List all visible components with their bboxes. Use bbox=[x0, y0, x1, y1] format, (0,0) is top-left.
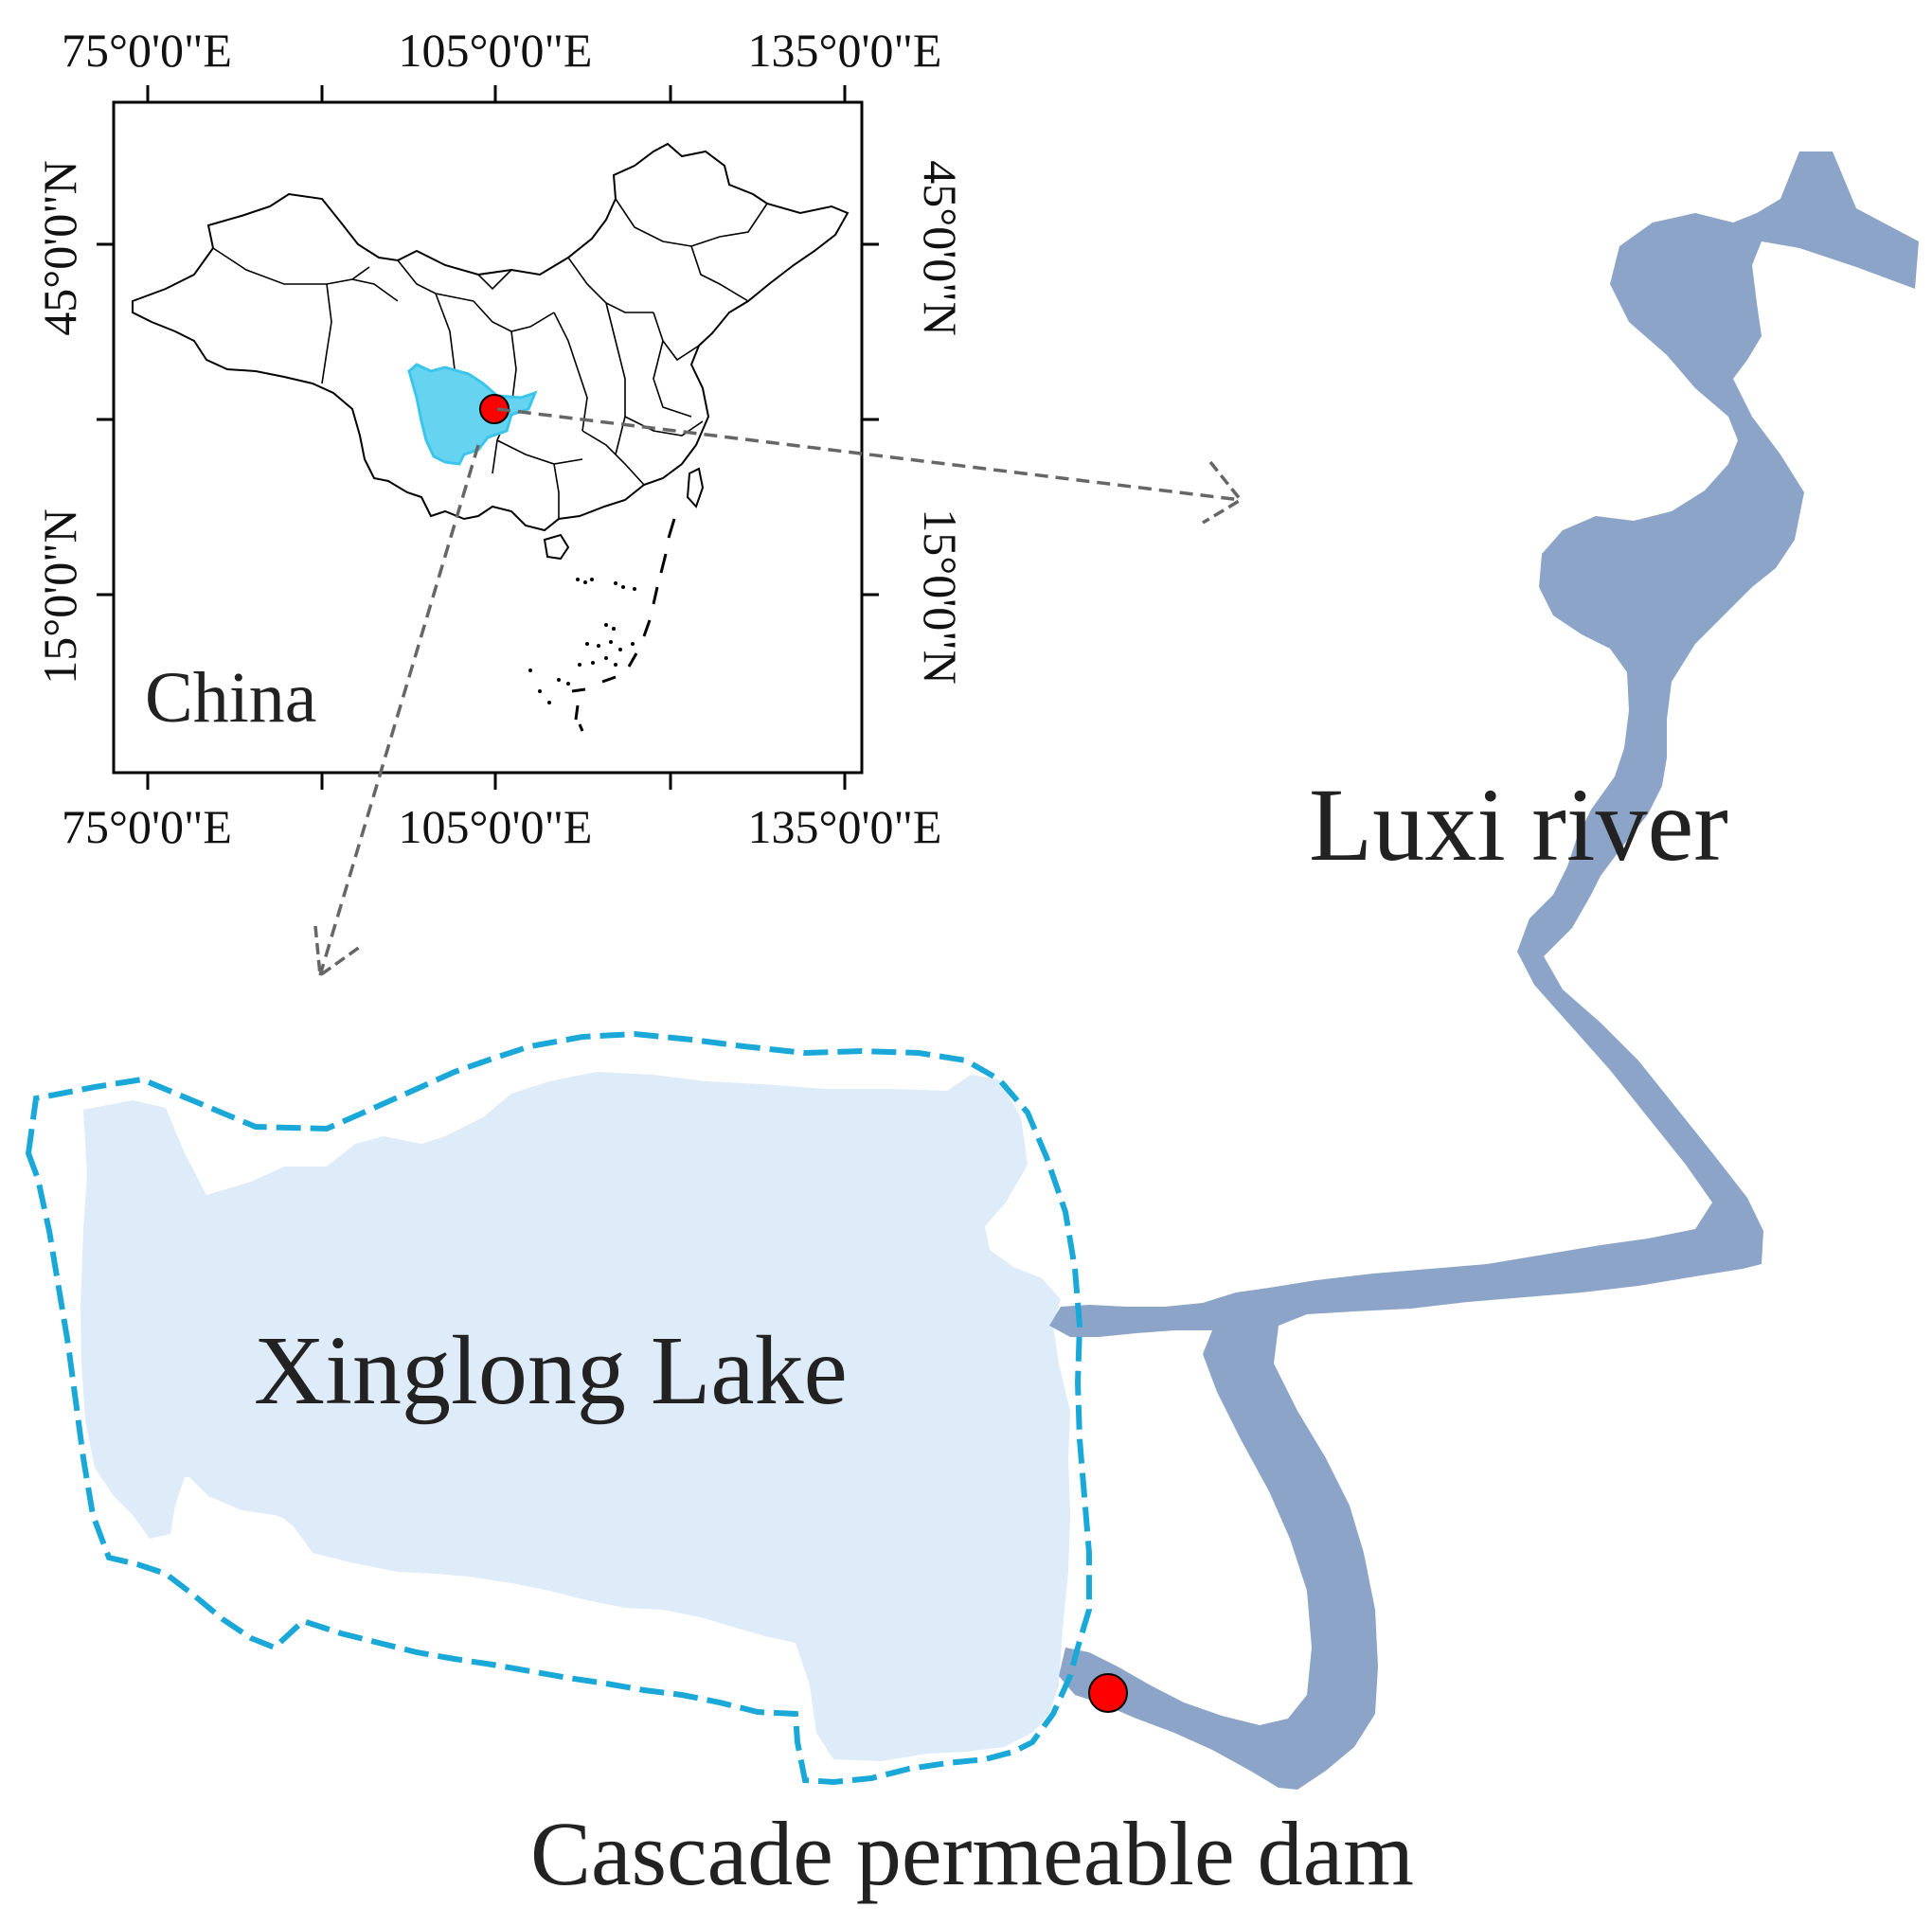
luxi-river bbox=[1049, 152, 1919, 1790]
hainan-island bbox=[543, 533, 570, 561]
inset-right-ticks bbox=[862, 242, 879, 597]
province-boundaries bbox=[212, 198, 768, 519]
xinglong-lake bbox=[80, 1072, 1070, 1761]
main-map: Luxi river Xinglong Lake Cascade permeab… bbox=[25, 152, 1919, 1904]
arrow-heads bbox=[313, 460, 1243, 979]
inset-map: 75°0'0"E 105°0'0"E 135°0'0"E 75°0'0"E 10… bbox=[33, 24, 967, 853]
south-china-sea-islands bbox=[571, 518, 676, 732]
taiwan-island bbox=[686, 467, 705, 508]
lake-label: Xinglong Lake bbox=[254, 1316, 848, 1425]
inset-left-label-15n: 15°0'0"N bbox=[33, 508, 86, 685]
inset-country-label: China bbox=[145, 658, 317, 738]
sichuan-province-highlight bbox=[407, 363, 538, 466]
inset-bottom-label-135e: 135°0'0"E bbox=[748, 800, 942, 853]
inset-top-label-105e: 105°0'0"E bbox=[399, 24, 593, 77]
inset-bottom-label-105e: 105°0'0"E bbox=[399, 800, 593, 853]
inset-top-label-135e: 135°0'0"E bbox=[748, 24, 942, 77]
island-dots bbox=[528, 578, 636, 704]
inset-map-frame bbox=[112, 100, 864, 775]
inset-right-label-15n: 15°0'0"N bbox=[914, 508, 967, 685]
dam-label: Cascade permeable dam bbox=[530, 1803, 1414, 1904]
arrow-head-river bbox=[1202, 460, 1243, 525]
lake-boundary bbox=[25, 1030, 1092, 1786]
pointer-arrows bbox=[318, 407, 1242, 976]
china-outline bbox=[132, 142, 850, 532]
inset-top-label-75e: 75°0'0"E bbox=[62, 24, 232, 77]
inset-bottom-label-75e: 75°0'0"E bbox=[62, 800, 232, 853]
inset-top-ticks bbox=[146, 85, 847, 102]
inset-left-ticks bbox=[97, 242, 114, 597]
inset-bottom-ticks bbox=[146, 773, 847, 790]
inset-left-label-45n: 45°0'0"N bbox=[33, 160, 86, 336]
river-label: Luxi river bbox=[1309, 767, 1728, 882]
inset-right-label-45n: 45°0'0"N bbox=[914, 160, 967, 336]
lake-inlet-west bbox=[185, 1458, 313, 1524]
dam-location-marker bbox=[1088, 1673, 1128, 1713]
arrow-to-lake bbox=[318, 444, 480, 976]
